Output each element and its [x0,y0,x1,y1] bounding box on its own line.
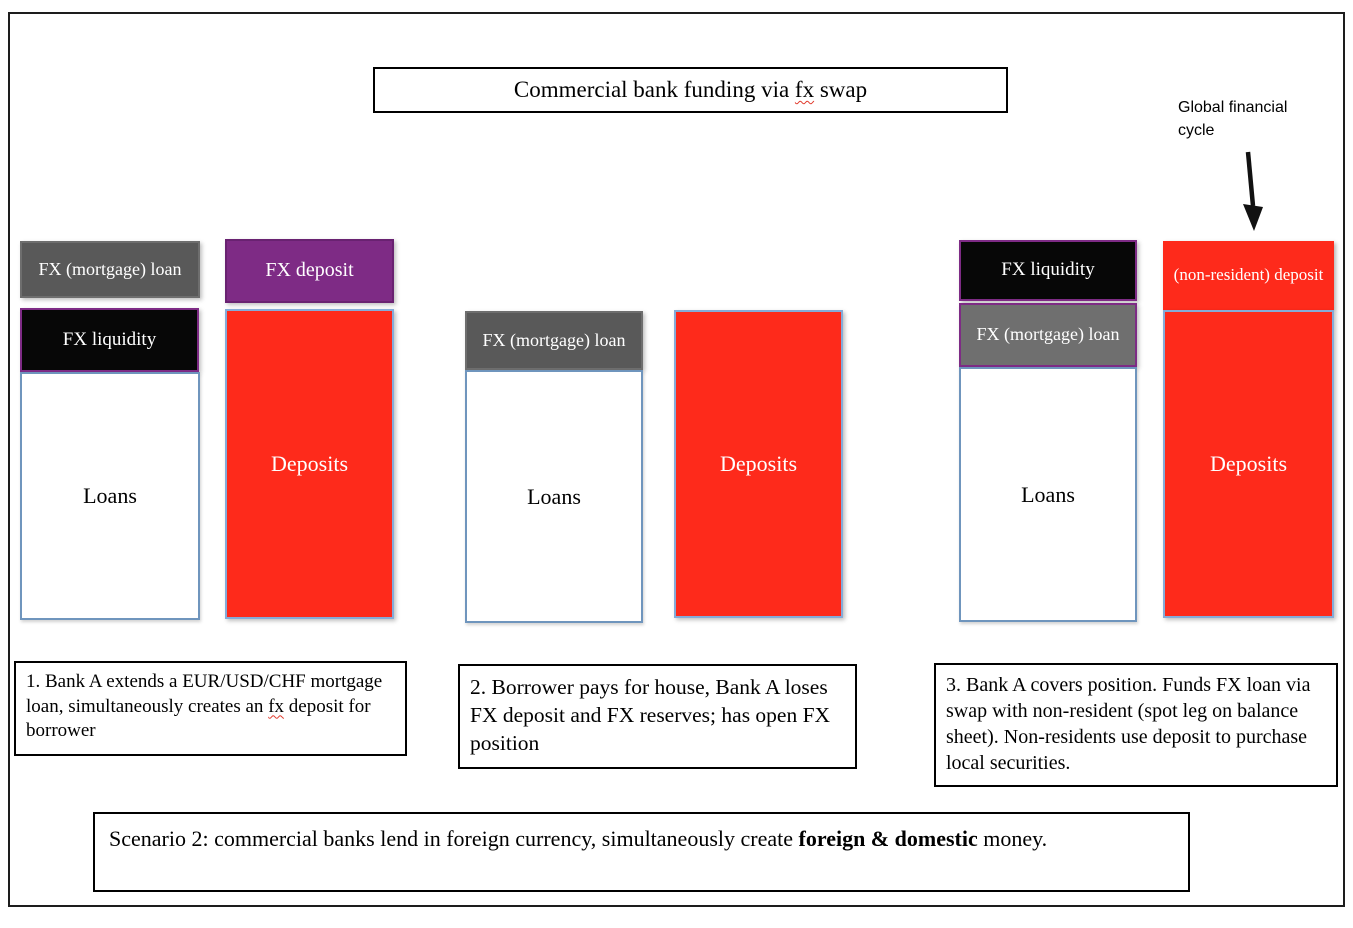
bank3-fx-liquidity-label: FX liquidity [1001,259,1095,281]
bank1-fx-mortgage-loan-label: FX (mortgage) loan [38,258,182,279]
scenario-text-bold: foreign & domestic [798,826,978,851]
note-step-2: 2. Borrower pays for house, Bank A loses… [458,664,857,769]
bank2-fx-mortgage-loan-box: FX (mortgage) loan [465,311,643,370]
note-step-1-pre: 1. Bank A extends a EUR/USD/CHF mortgage… [26,671,383,717]
bank3-fx-mortgage-loan-label: FX (mortgage) loan [976,324,1120,345]
bank3-deposits-box: Deposits [1163,310,1334,618]
bank1-loans-box: Loans [20,372,200,620]
note-step-2-text: 2. Borrower pays for house, Bank A loses… [470,675,831,755]
bank3-non-resident-deposit-label: (non-resident) deposit [1173,265,1324,285]
bank2-loans-box: Loans [465,370,643,623]
bank2-deposits-label: Deposits [720,451,797,477]
title-text-pre: Commercial bank funding via [513,77,795,102]
note-step-1-post: deposit for borrower [26,695,371,742]
bank1-deposits-box: Deposits [225,309,394,619]
down-arrow-icon [1236,150,1270,232]
bank3-deposits-label: Deposits [1210,451,1287,477]
scenario-box: Scenario 2: commercial banks lend in for… [93,812,1190,892]
bank3-fx-liquidity-box: FX liquidity [959,240,1137,301]
note-step-1: 1. Bank A extends a EUR/USD/CHF mortgage… [14,661,407,756]
bank1-fx-liquidity-box: FX liquidity [20,308,199,372]
bank2-deposits-box: Deposits [674,310,843,618]
bank1-fx-liquidity-label: FX liquidity [62,328,157,350]
bank1-loans-label: Loans [83,483,137,509]
scenario-text-pre: Scenario 2: commercial banks lend in for… [109,826,799,851]
note-step-1-fx: fx [268,695,285,717]
note-step-3: 3. Bank A covers position. Funds FX loan… [934,663,1338,787]
scenario-text-post: money. [977,826,1048,851]
title-text-fx: fx [794,77,815,102]
title-box: Commercial bank funding via fx swap [373,67,1008,113]
title-text: Commercial bank funding via fx swap [514,77,867,103]
bank2-fx-mortgage-loan-label: FX (mortgage) loan [482,329,626,350]
bank3-non-resident-deposit-box: (non-resident) deposit [1163,241,1334,310]
bank3-loans-label: Loans [1021,481,1075,507]
bank2-loans-label: Loans [527,483,581,509]
global-financial-cycle-label: Global financial cycle [1178,99,1288,140]
bank1-fx-deposit-label: FX deposit [265,259,354,282]
bank1-deposits-label: Deposits [271,451,348,477]
title-text-post: swap [814,77,868,102]
note-step-3-text: 3. Bank A covers position. Funds FX loan… [946,674,1311,774]
bank3-loans-box: Loans [959,367,1137,622]
bank1-fx-mortgage-loan-box: FX (mortgage) loan [20,241,200,298]
bank1-fx-deposit-box: FX deposit [225,239,394,303]
bank3-fx-mortgage-loan-box: FX (mortgage) loan [959,303,1137,367]
